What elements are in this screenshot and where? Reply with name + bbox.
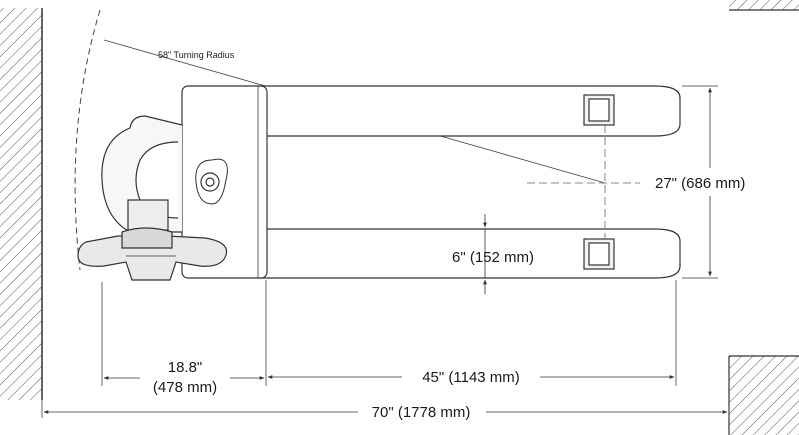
pallet-jack	[77, 85, 681, 281]
fork-width-label: 6" (152 mm)	[452, 249, 534, 266]
bottom-right-wall	[728, 355, 799, 435]
center-lines	[527, 125, 640, 239]
upper-fork	[259, 85, 681, 137]
extension-lines	[41, 280, 730, 418]
width-dimension-label: 27" (686 mm)	[655, 175, 745, 192]
top-right-wall	[729, 0, 799, 11]
fork-length-label: 45" (1143 mm)	[422, 369, 520, 386]
overall-length-label: 70" (1778 mm)	[372, 404, 471, 421]
left-wall	[0, 8, 43, 400]
lower-fork	[259, 228, 681, 279]
handle-grip	[77, 235, 228, 281]
handle-depth-label-line1: 18.8"	[168, 359, 203, 376]
turning-radius-label: 58" Turning Radius	[158, 50, 235, 60]
width-dimension	[682, 85, 718, 279]
handle-depth-label-line2: (478 mm)	[153, 379, 217, 396]
